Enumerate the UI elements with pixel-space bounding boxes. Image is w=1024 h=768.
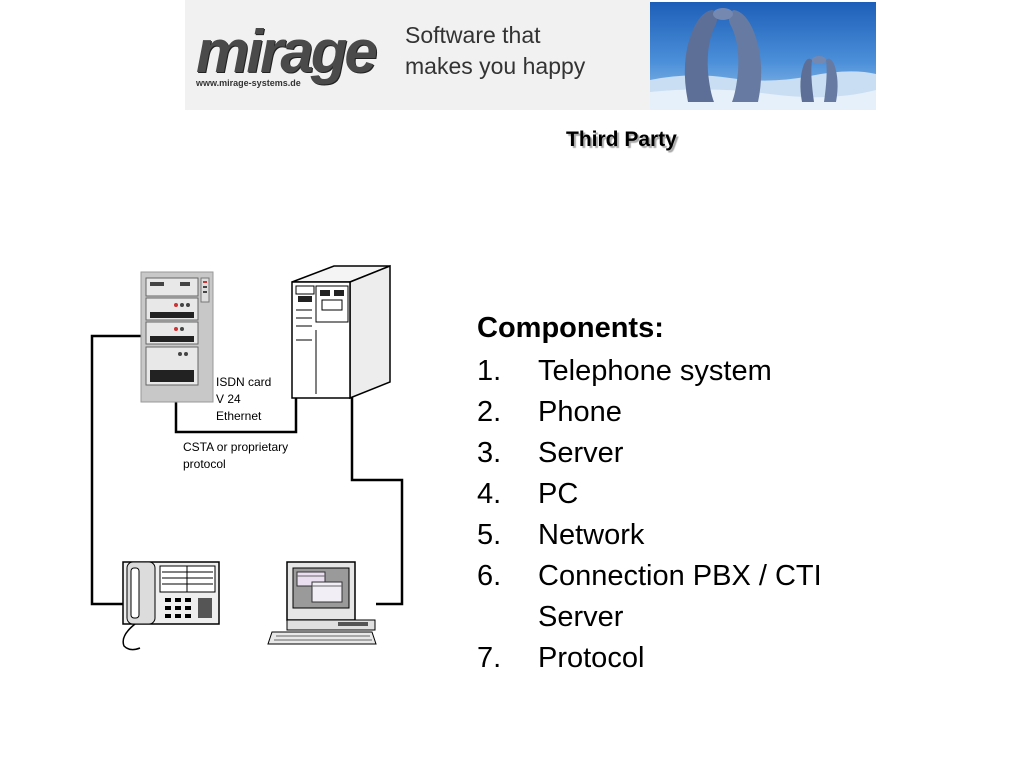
isdn-label: ISDN card bbox=[216, 375, 272, 389]
list-text: Telephone system bbox=[538, 355, 772, 387]
list-number: 7. bbox=[477, 642, 502, 674]
pbx-server-line bbox=[174, 392, 298, 434]
list-item: 5. Network bbox=[477, 515, 828, 556]
list-text: Connection PBX / CTI Server bbox=[538, 560, 822, 633]
list-item: 7. Protocol bbox=[477, 638, 828, 679]
pc-icon bbox=[267, 561, 377, 645]
csta-label-line-1: CSTA or proprietary bbox=[183, 440, 289, 454]
header-banner bbox=[185, 0, 650, 110]
server-icon bbox=[291, 264, 391, 400]
list-text: Network bbox=[538, 519, 645, 551]
tagline-line-1: Software that bbox=[405, 22, 541, 48]
tagline: Software that makes you happy bbox=[405, 20, 645, 82]
list-number: 3. bbox=[477, 437, 502, 469]
connection-lines bbox=[90, 334, 404, 606]
tagline-line-2: makes you happy bbox=[405, 53, 586, 79]
server-pc-line bbox=[350, 396, 404, 606]
list-number: 1. bbox=[477, 355, 502, 387]
list-text: Phone bbox=[538, 396, 622, 428]
list-number: 2. bbox=[477, 396, 502, 428]
polar-bears-photo bbox=[650, 2, 876, 110]
ethernet-label: Ethernet bbox=[216, 409, 262, 423]
phone-icon bbox=[122, 561, 220, 651]
list-number: 6. bbox=[477, 560, 502, 592]
list-item: 6. Connection PBX / CTI Server bbox=[477, 556, 828, 638]
components-heading: Components: bbox=[477, 312, 664, 344]
list-number: 4. bbox=[477, 478, 502, 510]
pbx-phone-line bbox=[90, 334, 143, 606]
list-item: 4. PC bbox=[477, 474, 828, 515]
list-text: Server bbox=[538, 437, 624, 469]
logo-url: www.mirage-systems.de bbox=[196, 78, 301, 88]
list-number: 5. bbox=[477, 519, 502, 551]
csta-label-line-2: protocol bbox=[183, 457, 226, 471]
list-text: Protocol bbox=[538, 642, 645, 674]
slide-title: Third Party bbox=[566, 128, 677, 151]
mirage-logo: mirage bbox=[196, 18, 378, 85]
components-list: 1. Telephone system 2. Phone 3. Server 4. PC… bbox=[477, 351, 828, 679]
telephone-system-icon bbox=[140, 271, 214, 403]
list-item: 2. Phone bbox=[477, 392, 828, 433]
list-text: PC bbox=[538, 478, 579, 510]
v24-label: V 24 bbox=[216, 392, 241, 406]
list-item: 1. Telephone system bbox=[477, 351, 828, 392]
list-item: 3. Server bbox=[477, 433, 828, 474]
